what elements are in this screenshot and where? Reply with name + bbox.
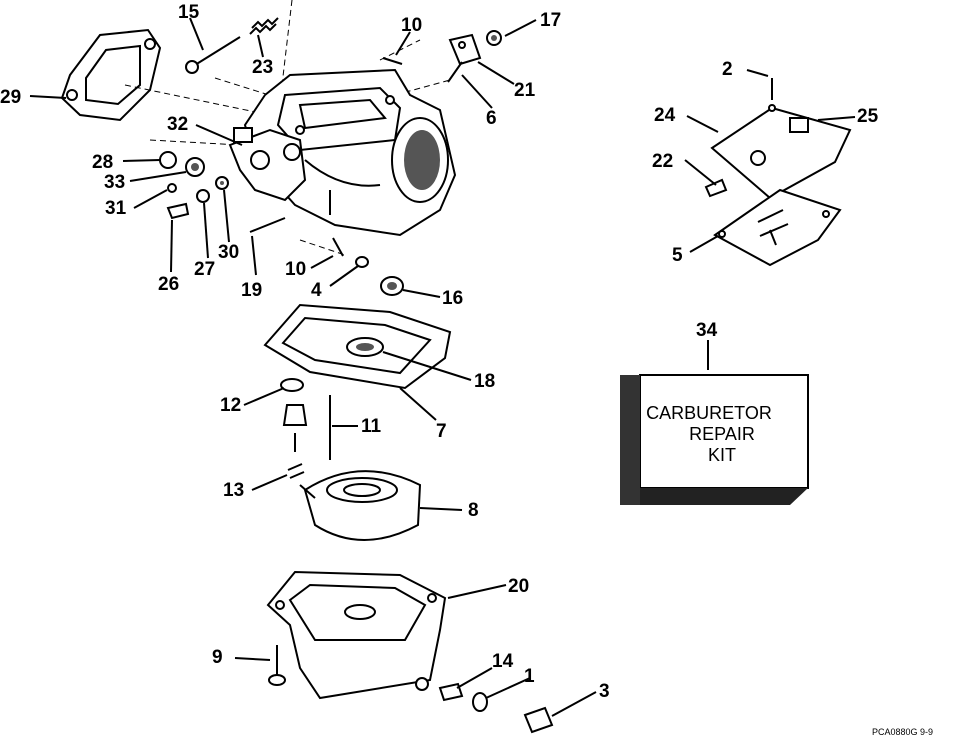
callout-23: 23 — [252, 57, 273, 78]
callout-17: 17 — [540, 10, 561, 31]
float-bowl-20-illustration — [266, 570, 447, 700]
needle-seat-11-illustration — [280, 378, 331, 479]
gasket-29-illustration — [60, 28, 162, 122]
callout-27: 27 — [194, 259, 215, 280]
callout-25: 25 — [857, 106, 879, 127]
callout-11: 11 — [361, 416, 382, 437]
screw-9-illustration — [268, 645, 286, 686]
callout-16: 16 — [442, 288, 463, 309]
callout-9: 9 — [212, 647, 223, 668]
callout-15: 15 — [178, 2, 200, 23]
callout-labels: 15 23 10 17 21 6 29 32 28 33 31 26 27 30… — [0, 2, 879, 702]
throttle-lever-32-illustration — [228, 127, 307, 202]
callout-10-lower: 10 — [285, 259, 306, 280]
callout-12: 12 — [220, 395, 241, 416]
fitting-22-illustration — [704, 178, 728, 198]
kit-label-line3: KIT — [708, 445, 736, 465]
kit-label-line1: CARBURETOR — [646, 403, 772, 423]
carburetor-body-illustration — [243, 68, 457, 237]
callout-19: 19 — [241, 280, 262, 301]
pin-washer-illustration — [332, 237, 369, 268]
callout-22: 22 — [652, 151, 673, 172]
callout-21: 21 — [514, 80, 536, 101]
leader-lines — [29, 17, 856, 717]
callout-29: 29 — [0, 87, 21, 108]
callout-31: 31 — [105, 198, 127, 219]
callout-26: 26 — [158, 274, 179, 295]
needle-6-illustration — [447, 61, 463, 83]
callout-3: 3 — [599, 681, 610, 702]
nut-17-illustration — [486, 30, 502, 46]
callout-34: 34 — [696, 320, 718, 341]
callout-30: 30 — [218, 242, 239, 263]
bowl-gasket-7-illustration — [263, 303, 452, 390]
float-8-illustration — [299, 470, 422, 541]
callout-2: 2 — [722, 59, 733, 80]
callout-8: 8 — [468, 500, 479, 521]
callout-14: 14 — [492, 651, 514, 672]
screw-15-illustration — [185, 36, 241, 74]
drain-parts-illustration — [438, 682, 554, 734]
callout-4: 4 — [311, 280, 322, 301]
pin-10-illustration — [382, 57, 403, 65]
callout-18: 18 — [474, 371, 495, 392]
callout-20: 20 — [508, 576, 529, 597]
callout-32: 32 — [167, 114, 188, 135]
callout-10-upper: 10 — [401, 15, 422, 36]
screw-19-illustration — [249, 217, 286, 233]
grommet-16-illustration — [380, 276, 404, 296]
small-fittings-illustration — [159, 151, 229, 220]
spring-23-illustration — [249, 17, 279, 35]
kit-label-line2: REPAIR — [689, 424, 755, 444]
figure-code: PCA0880G 9-9 — [872, 727, 933, 737]
diaphragm-5-illustration — [713, 188, 842, 267]
repair-kit-box: CARBURETOR REPAIR KIT — [620, 374, 809, 505]
callout-33: 33 — [104, 172, 125, 193]
callout-1: 1 — [524, 666, 535, 687]
callout-6: 6 — [486, 108, 497, 129]
callout-24: 24 — [654, 105, 676, 126]
enrichener-cover-24-illustration — [710, 104, 852, 200]
callout-5: 5 — [672, 245, 683, 266]
bracket-21-illustration — [448, 33, 482, 66]
callout-7: 7 — [436, 421, 447, 442]
callout-28: 28 — [92, 152, 113, 173]
callout-13: 13 — [223, 480, 244, 501]
